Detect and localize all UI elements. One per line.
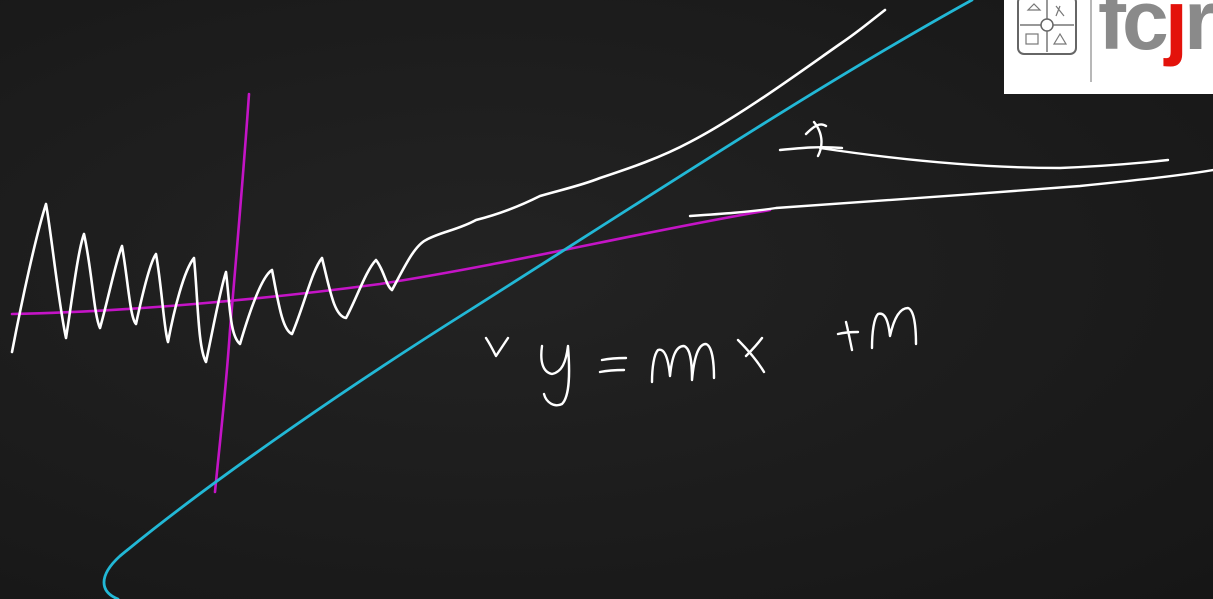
white-arrow-mark: [778, 120, 844, 158]
equation-plus-glyph: [836, 320, 860, 352]
logo-text-right: r: [1184, 0, 1213, 67]
fcfr-logo: fcjr: [1004, 0, 1213, 94]
white-horizontal-stroke-lower: [688, 168, 1213, 218]
magenta-trend-line: [10, 208, 772, 316]
white-horizontal-stroke-upper: [818, 146, 1170, 170]
cyan-curve: [102, 0, 974, 599]
equation-n-glyph: [870, 306, 918, 350]
logo-text-accent: j: [1164, 0, 1188, 67]
logo-text-left: fc: [1098, 0, 1169, 67]
white-noisy-scribble: [10, 8, 887, 364]
equation-equals-glyph: [598, 356, 628, 374]
logo-separator: [1090, 0, 1092, 82]
equation-m-glyph: [650, 342, 716, 384]
equation-x-glyph: [736, 336, 766, 374]
equation-y-glyph: [540, 344, 571, 407]
equation-pointer-mark: [484, 336, 510, 358]
crest-icon: [1017, 0, 1077, 55]
logo-wordmark: fcjr: [1098, 0, 1213, 62]
